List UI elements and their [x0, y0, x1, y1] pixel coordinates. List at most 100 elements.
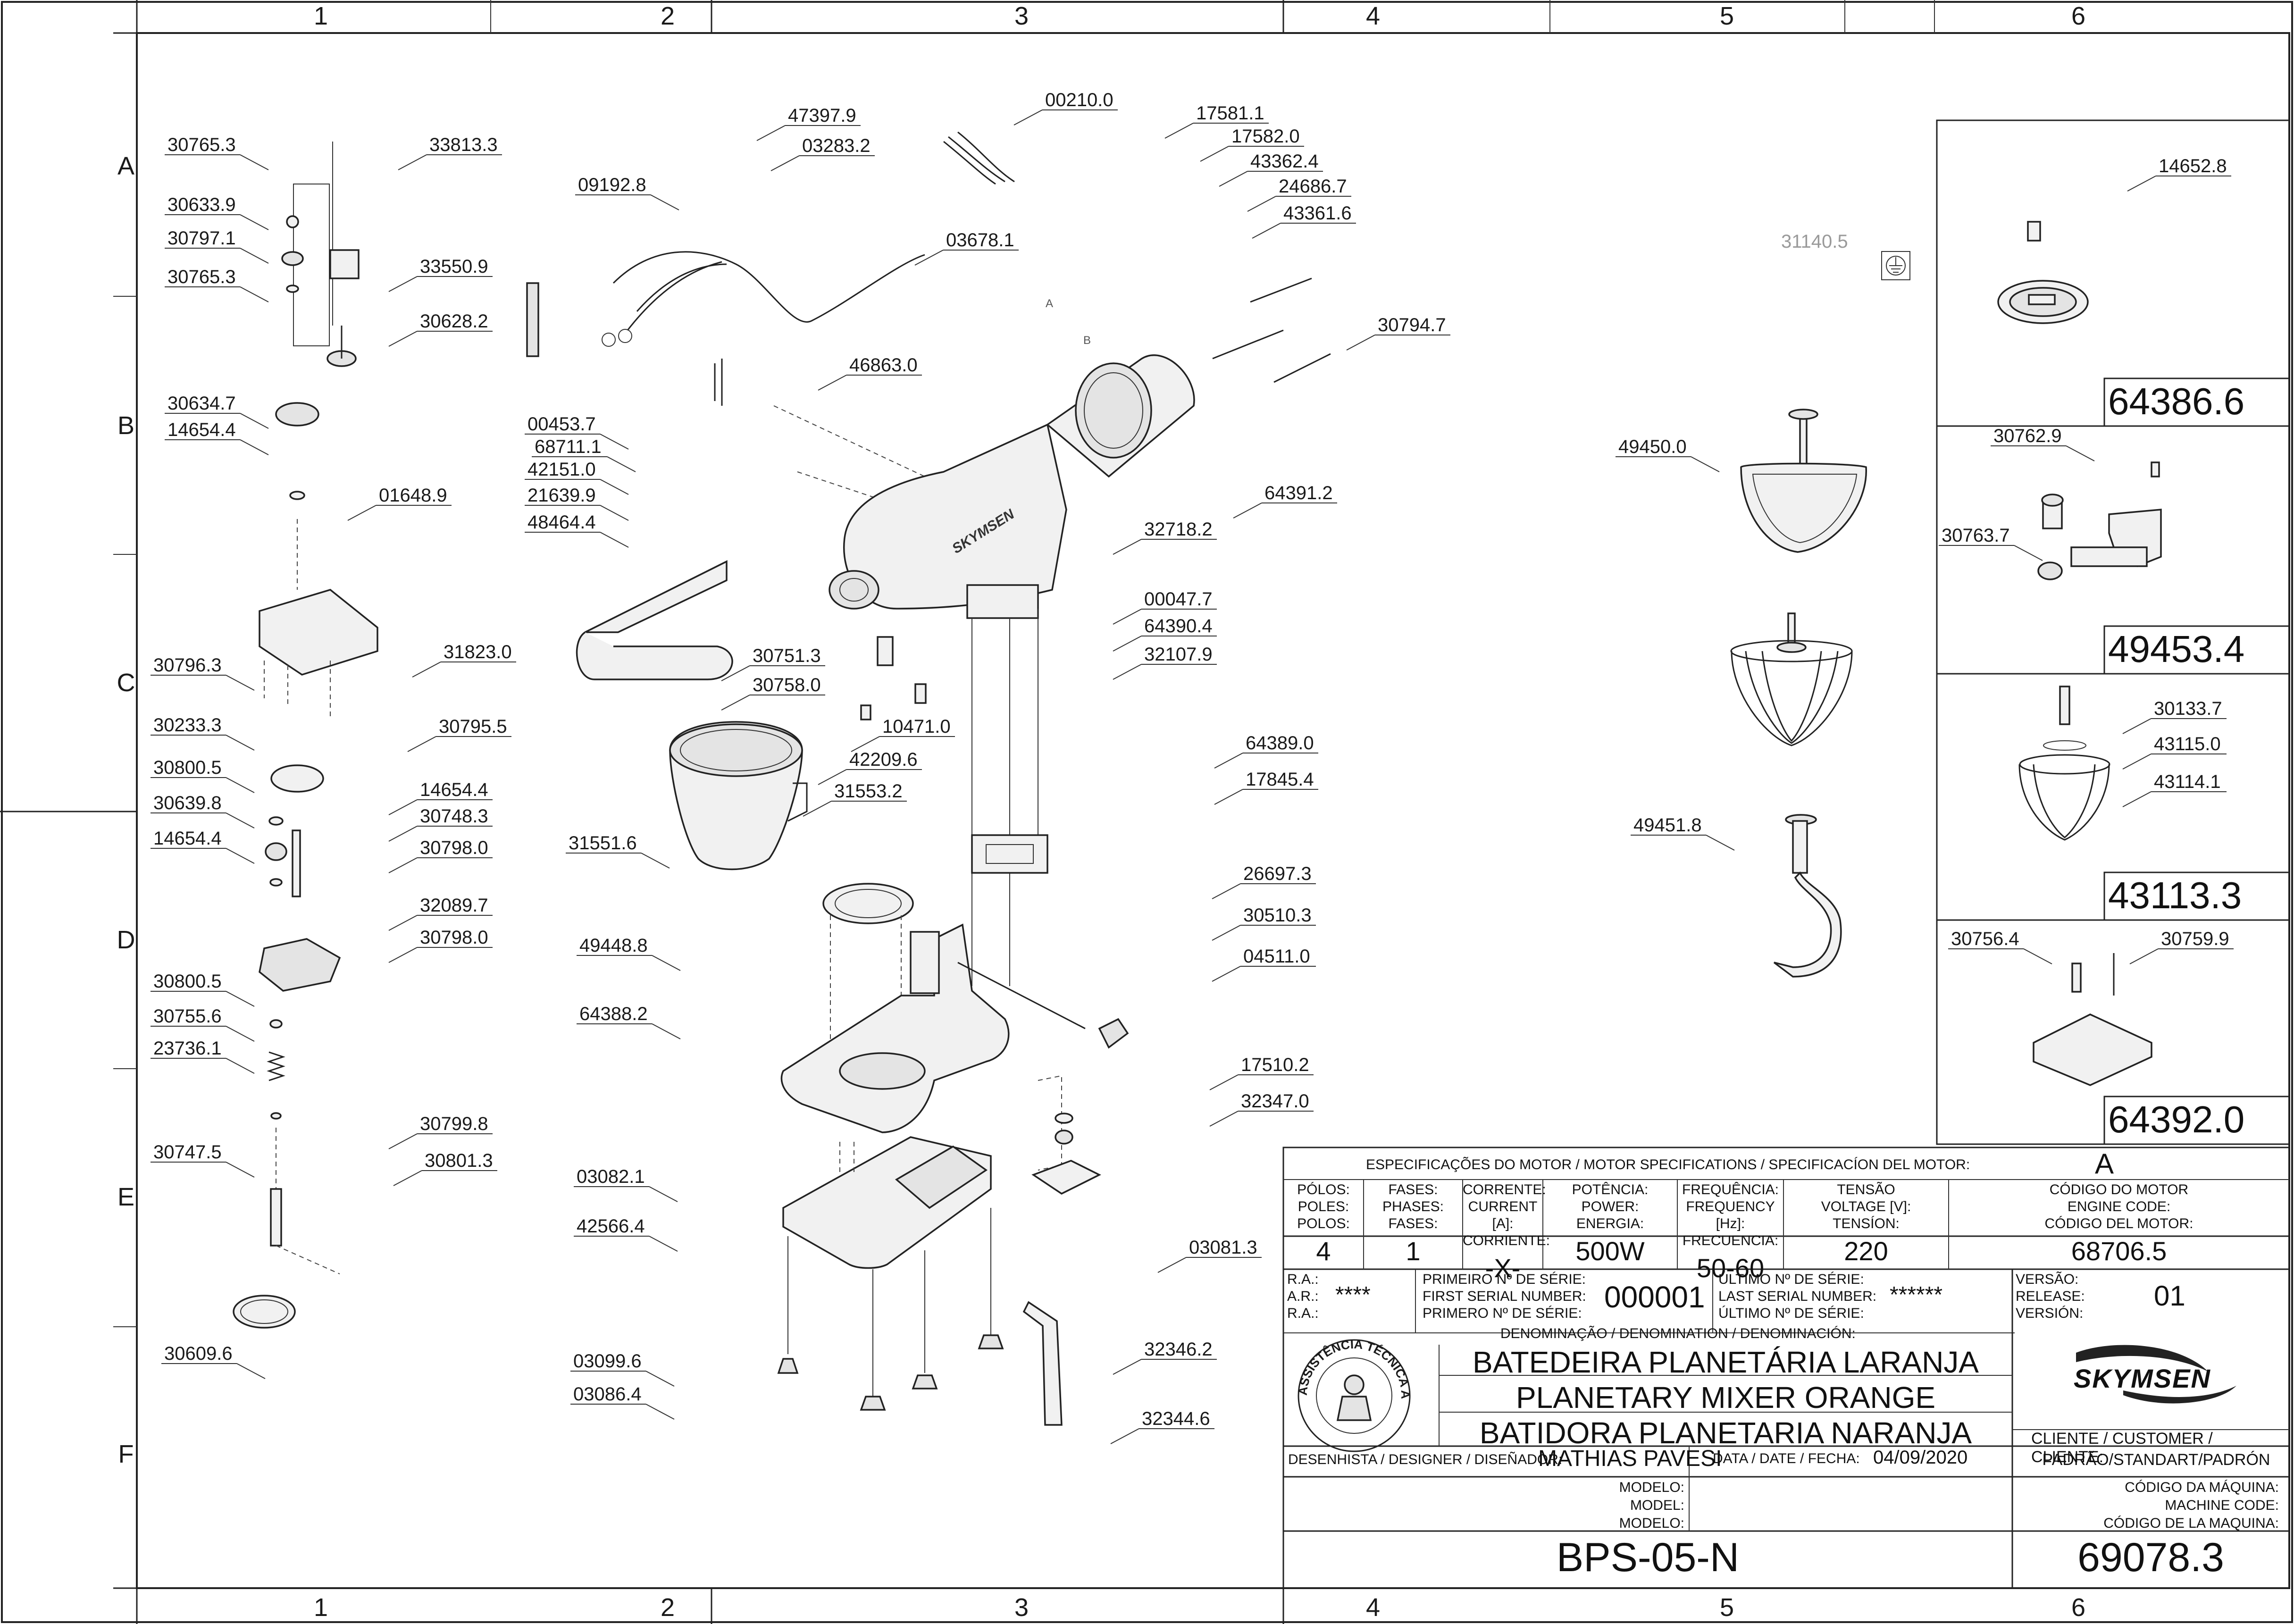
motor-spec-label: ENGINE CODE:	[2067, 1199, 2171, 1214]
part-label: 32089.7	[420, 895, 488, 916]
part-label: 30755.6	[153, 1006, 222, 1027]
grid-col-3-bottom: 3	[1014, 1593, 1029, 1622]
motor-spec-label: CORRENTE:	[1463, 1182, 1546, 1197]
part-label: 42209.6	[849, 749, 918, 770]
callout-b: B	[1083, 334, 1091, 347]
leader-line	[1110, 1428, 1139, 1444]
leader-line	[240, 248, 269, 264]
bowl-drawing	[669, 721, 808, 871]
grid-row-D: D	[117, 926, 135, 954]
part-label: 43361.6	[1283, 203, 1352, 224]
part-label: 30634.7	[167, 393, 236, 414]
leader-line	[1157, 1257, 1187, 1273]
assembly-43113: 43113.3	[2108, 874, 2242, 916]
leader-line	[1212, 883, 1241, 899]
part-label: 09192.8	[578, 175, 646, 195]
part-label: 32347.0	[1241, 1091, 1309, 1112]
part-label: 14654.4	[167, 419, 236, 440]
leader-line	[650, 194, 679, 210]
part-label: 03678.1	[946, 230, 1014, 251]
motor-spec-label: POLES:	[1298, 1199, 1349, 1214]
first-serial-value: 000001	[1604, 1280, 1705, 1314]
part-label: 04511.0	[1243, 946, 1310, 967]
motor-spec-label: TENSÃO	[1837, 1182, 1895, 1197]
version-label-en: RELEASE:	[2016, 1289, 2085, 1304]
assembly-panels	[1936, 119, 2290, 1145]
denomination-label: DENOMINAÇÃO / DENOMINATION / DENOMINACIÓ…	[1500, 1326, 1856, 1341]
leader-line	[240, 286, 269, 302]
part-label: 43114.1	[2154, 771, 2221, 792]
first-serial-label-en: FIRST SERIAL NUMBER:	[1423, 1289, 1586, 1304]
part-label: 14654.4	[420, 779, 488, 800]
motor-spec-label: ENERGIA:	[1576, 1216, 1644, 1231]
part-label: 17582.0	[1231, 126, 1300, 147]
part-label: 00453.7	[527, 414, 596, 435]
leader-line	[226, 812, 255, 829]
leader-line	[1252, 223, 1281, 239]
last-serial-labels: ÚLTIMO Nº DE SÉRIE: LAST SERIAL NUMBER: …	[1718, 1271, 1876, 1322]
part-label: 30762.9	[1993, 426, 2062, 446]
part-label: 47397.9	[788, 105, 856, 126]
grid-col-3-top: 3	[1014, 2, 1029, 30]
date-value: 04/09/2020	[1873, 1447, 1968, 1468]
brand-logo: SKYMSEN	[2029, 1334, 2284, 1419]
leader-line	[2129, 948, 2159, 964]
grid-col-6-bottom: 6	[2071, 1593, 2085, 1622]
motor-spec-label: PÓLOS:	[1297, 1182, 1350, 1197]
date-label: DATA / DATE / FECHA:	[1713, 1451, 1860, 1466]
motor-spec-label: FASES:	[1388, 1216, 1438, 1231]
leader-line	[388, 826, 418, 842]
part-label: 30747.5	[153, 1142, 222, 1163]
grid-row-C: C	[117, 669, 135, 697]
leader-line	[600, 434, 629, 450]
motor-spec-value: 500W	[1575, 1236, 1645, 1266]
machine-code-value: 69078.3	[2077, 1535, 2224, 1580]
leader-line	[1013, 109, 1043, 126]
machine-code-label-en: MACHINE CODE:	[2165, 1498, 2279, 1513]
leader-line	[1219, 171, 1248, 187]
grid-col-1-top: 1	[314, 2, 328, 30]
assembly-49453: 49453.4	[2108, 628, 2245, 670]
grid-col-5-bottom: 5	[1720, 1593, 1734, 1622]
leader-line	[388, 915, 418, 931]
leader-line	[388, 276, 418, 292]
part-label: 31551.6	[569, 833, 637, 854]
part-label: 00210.0	[1045, 90, 1114, 110]
motor-spec-col: FREQUÊNCIA:FREQUENCY [Hz]:FRECUENCIA:50-…	[1677, 1181, 1783, 1282]
motor-spec-label: POTÊNCIA:	[1572, 1182, 1649, 1197]
motor-spec-label: VOLTAGE [V]:	[1821, 1199, 1911, 1214]
leader-line	[226, 848, 255, 864]
first-serial-label-pt: PRIMEIRO Nº DE SÉRIE:	[1423, 1272, 1586, 1287]
version-label-pt: VERSÃO:	[2016, 1272, 2079, 1287]
part-label: 30796.3	[153, 655, 222, 676]
part-label: 03086.4	[573, 1384, 642, 1405]
part-label: 30763.7	[1942, 525, 2010, 546]
leader-line	[1113, 1359, 1142, 1375]
part-label: 33813.3	[429, 134, 498, 155]
leader-line	[388, 947, 418, 963]
leader-line	[770, 155, 800, 171]
part-label: 30801.3	[425, 1150, 493, 1171]
leader-line	[2127, 176, 2156, 192]
leader-line	[1164, 123, 1194, 139]
part-label: 01648.9	[379, 485, 447, 506]
leader-line	[803, 801, 832, 817]
last-serial-label-es: ÚLTIMO Nº DE SÉRIE:	[1718, 1306, 1864, 1321]
part-label: 17581.1	[1196, 103, 1264, 124]
part-label: 68711.1	[535, 436, 602, 457]
leader-line	[851, 736, 880, 752]
part-label: 26697.3	[1243, 863, 1312, 884]
motor-spec-label: PHASES:	[1382, 1199, 1444, 1214]
leader-line	[226, 1058, 255, 1074]
part-label: 32346.2	[1144, 1339, 1213, 1360]
part-label: 30800.5	[153, 757, 222, 778]
leader-line	[240, 154, 269, 170]
part-label: 03283.2	[802, 135, 871, 156]
motor-spec-label: POLOS:	[1297, 1216, 1350, 1231]
ra-label-en: A.R.:	[1287, 1289, 1319, 1304]
splash-guard-drawing	[576, 560, 733, 680]
leader-line	[388, 1133, 418, 1149]
machine-code-label-pt: CÓDIGO DA MÁQUINA:	[2125, 1480, 2279, 1495]
